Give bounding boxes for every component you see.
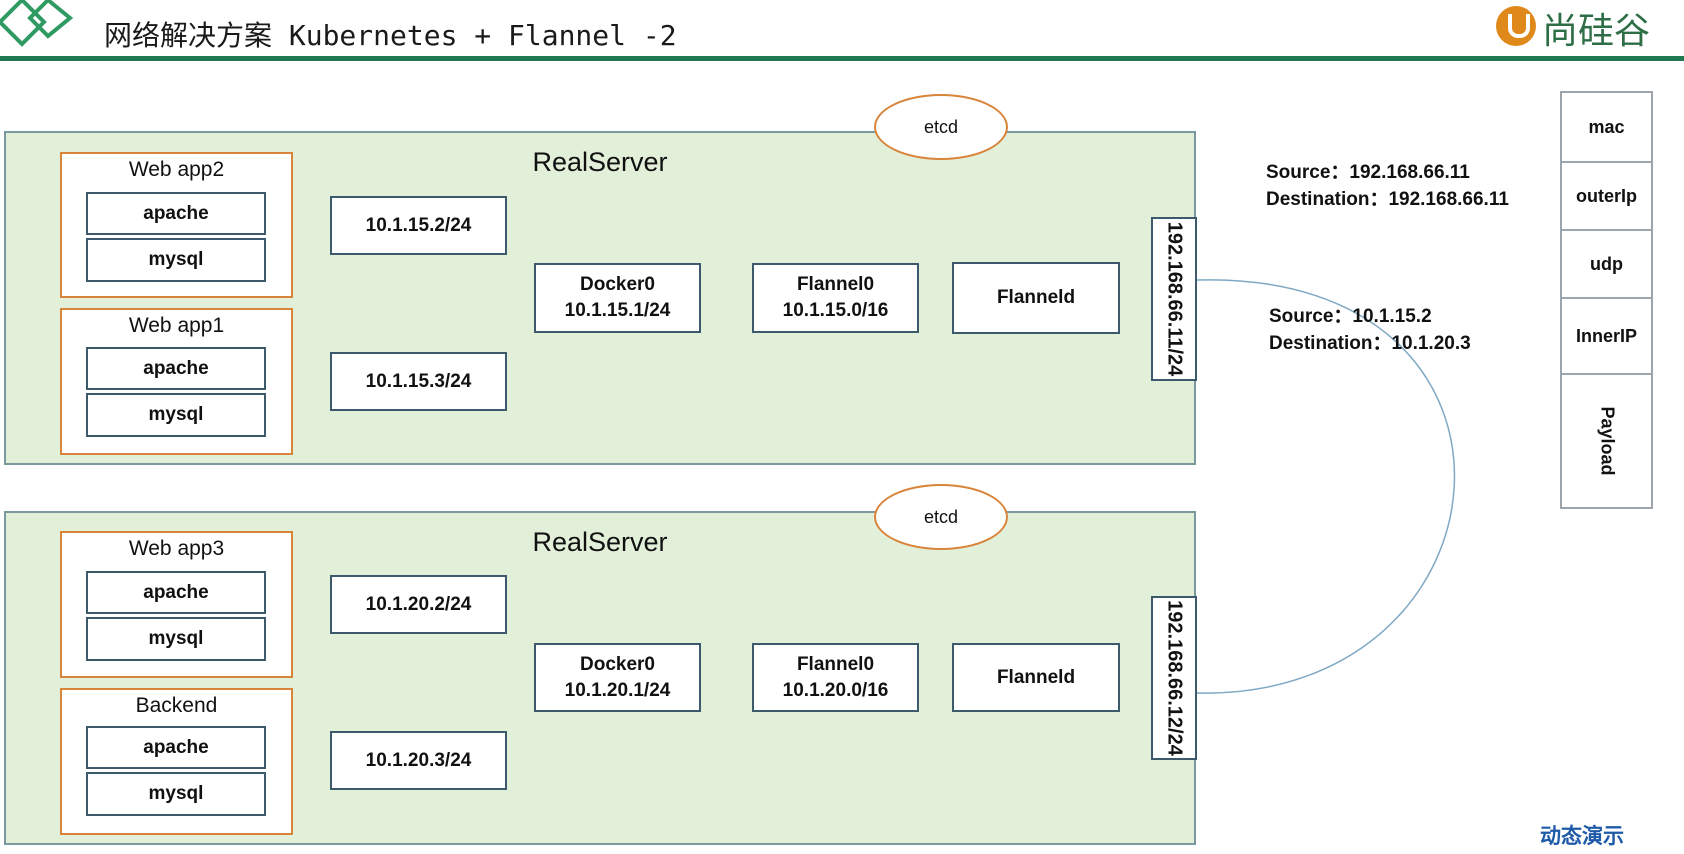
- page-title: 网络解决方案 Kubernetes + Flannel -2: [104, 19, 677, 52]
- inner-header-info: Source：10.1.15.2 Destination：10.1.20.3: [1269, 306, 1471, 354]
- app-title: Backend: [135, 694, 218, 717]
- packet-field-outer-ip: outerIp: [1562, 163, 1651, 231]
- app-title: Web app2: [128, 158, 225, 181]
- host-link-arc: [1196, 279, 1455, 694]
- etcd-node-1: etcd: [874, 94, 1008, 160]
- docker0-ip: 10.1.15.1/24: [564, 300, 671, 321]
- host-ip-box-2: 192.168.66.12/24: [1151, 596, 1197, 760]
- pod-ip-box: 10.1.20.2/24: [330, 575, 507, 634]
- flannel0-ip: 10.1.15.0/16: [782, 300, 889, 321]
- server-label: RealServer: [532, 147, 668, 177]
- docker0-ip: 10.1.20.1/24: [564, 679, 671, 701]
- service-apache: apache: [86, 347, 266, 390]
- flannel0-label: Flannel0: [796, 653, 875, 675]
- docker0-label: Docker0: [580, 274, 655, 295]
- pod-ip-box: 10.1.15.2/24: [330, 196, 507, 255]
- service-apache: apache: [86, 571, 266, 614]
- service-mysql: mysql: [86, 238, 266, 282]
- flannel0-label: Flannel0: [796, 274, 875, 295]
- title-divider: [0, 56, 1684, 61]
- logo-diamond-icon: [0, 0, 80, 56]
- flanneld-daemon-2: Flanneld: [952, 643, 1120, 712]
- flanneld-daemon-1: Flanneld: [952, 262, 1120, 334]
- outer-header-info: Source：192.168.66.11 Destination：192.168…: [1266, 162, 1509, 210]
- service-mysql: mysql: [86, 772, 266, 816]
- app-title: Web app1: [128, 314, 225, 337]
- docker0-label: Docker0: [580, 653, 655, 675]
- packet-field-inner-ip: InnerIP: [1562, 299, 1651, 375]
- pod-ip-box: 10.1.20.3/24: [330, 731, 507, 790]
- app-title: Web app3: [128, 537, 225, 560]
- service-mysql: mysql: [86, 617, 266, 661]
- host-ip-box-1: 192.168.66.11/24: [1151, 217, 1197, 381]
- dynamic-demo-link[interactable]: 动态演示: [1540, 824, 1624, 848]
- pod-ip-box: 10.1.15.3/24: [330, 352, 507, 411]
- packet-field-payload: Payload: [1562, 375, 1651, 507]
- packet-field-mac: mac: [1562, 93, 1651, 163]
- payload-label: Payload: [1597, 406, 1617, 476]
- packet-structure: mac outerIp udp InnerIP Payload: [1560, 91, 1653, 509]
- host-ip-label: 192.168.66.12/24: [1163, 600, 1186, 756]
- brand-name: 尚硅谷: [1542, 11, 1651, 52]
- brand-logo-icon: [1496, 6, 1536, 46]
- host-ip-label: 192.168.66.11/24: [1163, 221, 1186, 377]
- service-mysql: mysql: [86, 393, 266, 437]
- server-label: RealServer: [532, 527, 668, 557]
- docker0-bridge-2: Docker0 10.1.20.1/24: [534, 643, 701, 712]
- service-apache: apache: [86, 192, 266, 235]
- flannel0-interface-2: Flannel0 10.1.20.0/16: [752, 643, 919, 712]
- service-apache: apache: [86, 726, 266, 769]
- etcd-node-2: etcd: [874, 484, 1008, 550]
- flannel0-ip: 10.1.20.0/16: [782, 679, 889, 701]
- docker0-bridge-1: Docker0 10.1.15.1/24: [534, 263, 701, 333]
- flannel0-interface-1: Flannel0 10.1.15.0/16: [752, 263, 919, 333]
- packet-field-udp: udp: [1562, 231, 1651, 299]
